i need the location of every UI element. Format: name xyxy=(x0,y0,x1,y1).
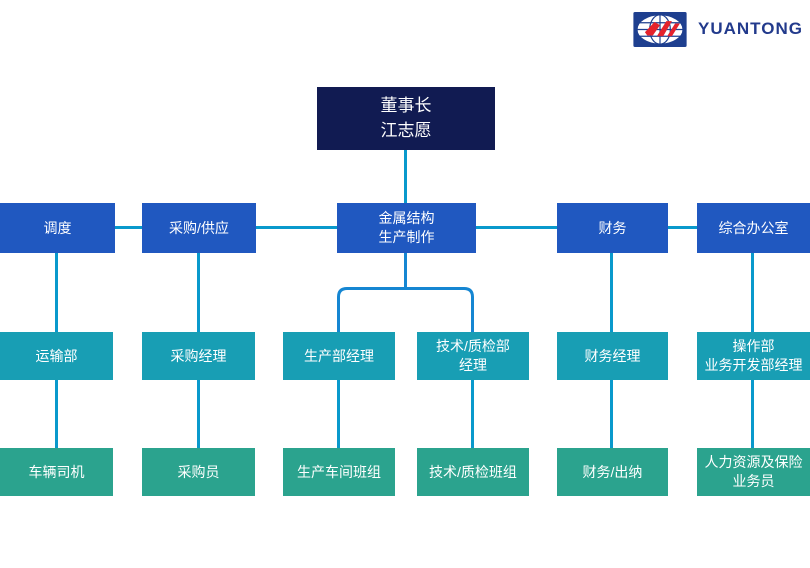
org-node-transport-dept: 运输部 xyxy=(0,332,113,380)
org-node-production-manager: 生产部经理 xyxy=(283,332,395,380)
connector-line xyxy=(610,380,613,448)
org-node-finance-cashier: 财务/出纳 xyxy=(557,448,668,496)
org-node-metal-production: 金属结构 生产制作 xyxy=(337,203,476,253)
org-node-tech-qc-team: 技术/质检班组 xyxy=(417,448,529,496)
brand-name: YUANTONG xyxy=(698,19,803,38)
org-node-operations-manager: 操作部 业务开发部经理 xyxy=(697,332,810,380)
connector-line xyxy=(55,253,58,332)
company-logo: YUANTONG xyxy=(633,6,803,52)
org-node-purchasing: 采购/供应 xyxy=(142,203,256,253)
org-node-tech-qc-manager: 技术/质检部 经理 xyxy=(417,332,529,380)
org-node-dispatch: 调度 xyxy=(0,203,115,253)
globe-with-red-swoosh-icon xyxy=(633,11,687,47)
connector-line xyxy=(197,253,200,332)
connector-line xyxy=(610,253,613,332)
org-node-finance: 财务 xyxy=(557,203,668,253)
connector-line xyxy=(55,380,58,448)
connector-line xyxy=(404,150,407,203)
org-node-general-office: 综合办公室 xyxy=(697,203,810,253)
org-node-finance-manager: 财务经理 xyxy=(557,332,668,380)
connector-line xyxy=(337,380,340,448)
org-node-chairman: 董事长 江志愿 xyxy=(317,87,495,150)
connector-line xyxy=(751,253,754,332)
org-node-purchasing-manager: 采购经理 xyxy=(142,332,255,380)
org-node-vehicle-drivers: 车辆司机 xyxy=(0,448,113,496)
connector-line xyxy=(751,380,754,448)
connector-line xyxy=(197,380,200,448)
org-node-workshop-team: 生产车间班组 xyxy=(283,448,395,496)
org-node-purchaser: 采购员 xyxy=(142,448,255,496)
connector-line xyxy=(471,380,474,448)
org-node-hr-insurance: 人力资源及保险 业务员 xyxy=(697,448,810,496)
